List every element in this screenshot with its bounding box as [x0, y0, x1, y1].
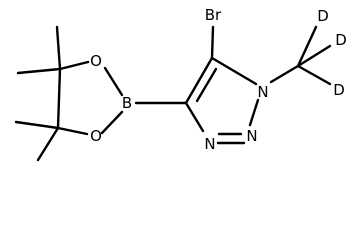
atom-d1: D — [317, 7, 329, 25]
atom-labels: Br N N N B O O D D D — [90, 6, 347, 153]
atom-n1: N — [257, 83, 268, 101]
bond-c5-n1 — [210, 56, 258, 86]
chemical-structure: Br N N N B O O D D D — [14, 6, 347, 162]
bond-n1-n2 — [248, 98, 260, 127]
bond-o2-cb — [56, 126, 89, 136]
bond-b-o1 — [103, 66, 124, 97]
bond-b-o2 — [100, 110, 124, 135]
atom-d3: D — [333, 81, 345, 99]
bond-cb-me3 — [14, 120, 60, 130]
bond-cd3-d2 — [296, 44, 332, 68]
bond-ca-me2 — [16, 67, 62, 75]
atom-o1: O — [90, 52, 102, 70]
bond-cb-me4 — [36, 126, 60, 162]
atom-n2: N — [246, 127, 257, 145]
structure-canvas: Br N N N B O O D D D — [14, 6, 347, 162]
atom-d2: D — [335, 31, 347, 49]
bond-ca-cb — [56, 67, 62, 130]
bond-cd3-d1 — [296, 25, 318, 68]
bond-n3-c4 — [184, 101, 205, 133]
atom-br: Br — [205, 6, 222, 24]
bond-c4-c5-inner — [195, 67, 218, 103]
atom-o2: O — [90, 127, 102, 145]
bond-c5-br — [210, 25, 215, 60]
bonds — [14, 25, 332, 162]
atom-n3: N — [204, 135, 215, 153]
bond-o1-ca — [58, 60, 90, 71]
bond-ca-me1 — [55, 25, 62, 71]
bond-n1-cd3 — [269, 64, 300, 84]
bond-c4-c5-outer — [184, 56, 214, 105]
atom-b: B — [122, 94, 132, 112]
bond-cd3-d3 — [296, 64, 332, 86]
